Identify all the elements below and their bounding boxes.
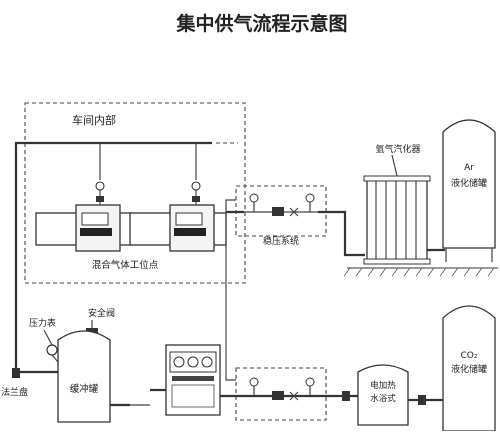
safety-valve bbox=[86, 328, 98, 334]
stabilizer-box-bottom bbox=[235, 367, 327, 421]
mixed-gas-point-label: 混合气体工位点 bbox=[92, 259, 159, 271]
workstation-1 bbox=[35, 181, 133, 252]
inline-valve bbox=[342, 391, 350, 401]
pressure-gauge-label: 压力表 bbox=[29, 317, 56, 329]
workshop-boundary bbox=[24, 102, 246, 284]
pressure-gauge bbox=[46, 344, 58, 356]
water-bath-vaporizer bbox=[357, 364, 409, 426]
main-supply-pipe bbox=[14, 141, 212, 372]
control-panel bbox=[165, 344, 221, 416]
co2-valve bbox=[418, 395, 426, 405]
stabilizer-top-label: 稳压系统 bbox=[263, 235, 299, 247]
co2-symbol: CO₂ bbox=[461, 351, 478, 361]
co2-tank-label: 液化储罐 bbox=[451, 363, 487, 375]
water-bath-label: 水浴式 bbox=[370, 393, 396, 404]
argon-vaporizer-label: 氩气汽化器 bbox=[375, 143, 420, 155]
pipe-stabilizer-to-vaporizer bbox=[318, 210, 365, 257]
buffer-tank-label: 缓冲罐 bbox=[70, 383, 99, 395]
workshop-label: 车间内部 bbox=[72, 113, 116, 127]
diagram-title: 集中供气流程示意图 bbox=[175, 12, 347, 35]
stabilizer-top-gauges bbox=[249, 193, 315, 217]
argon-vaporizer bbox=[363, 175, 431, 265]
co2-tank bbox=[442, 305, 496, 432]
stabilizer-bottom-gauges bbox=[249, 377, 315, 401]
ar-tank-label: 液化储罐 bbox=[451, 177, 487, 189]
ground-hatch-top bbox=[343, 267, 495, 277]
pipe-between-stabilizers bbox=[225, 212, 236, 381]
flange-plate-label: 法兰盘 bbox=[1, 386, 28, 398]
argon-tank bbox=[442, 119, 496, 262]
ar-symbol: Ar bbox=[464, 163, 474, 173]
buffer-tank bbox=[57, 330, 111, 423]
gauge-leader bbox=[43, 329, 53, 346]
flange-plate bbox=[12, 368, 20, 378]
electric-heated-label: 电加热 bbox=[370, 380, 396, 391]
workstation-2 bbox=[129, 181, 227, 252]
safety-valve-label: 安全阀 bbox=[88, 307, 115, 319]
